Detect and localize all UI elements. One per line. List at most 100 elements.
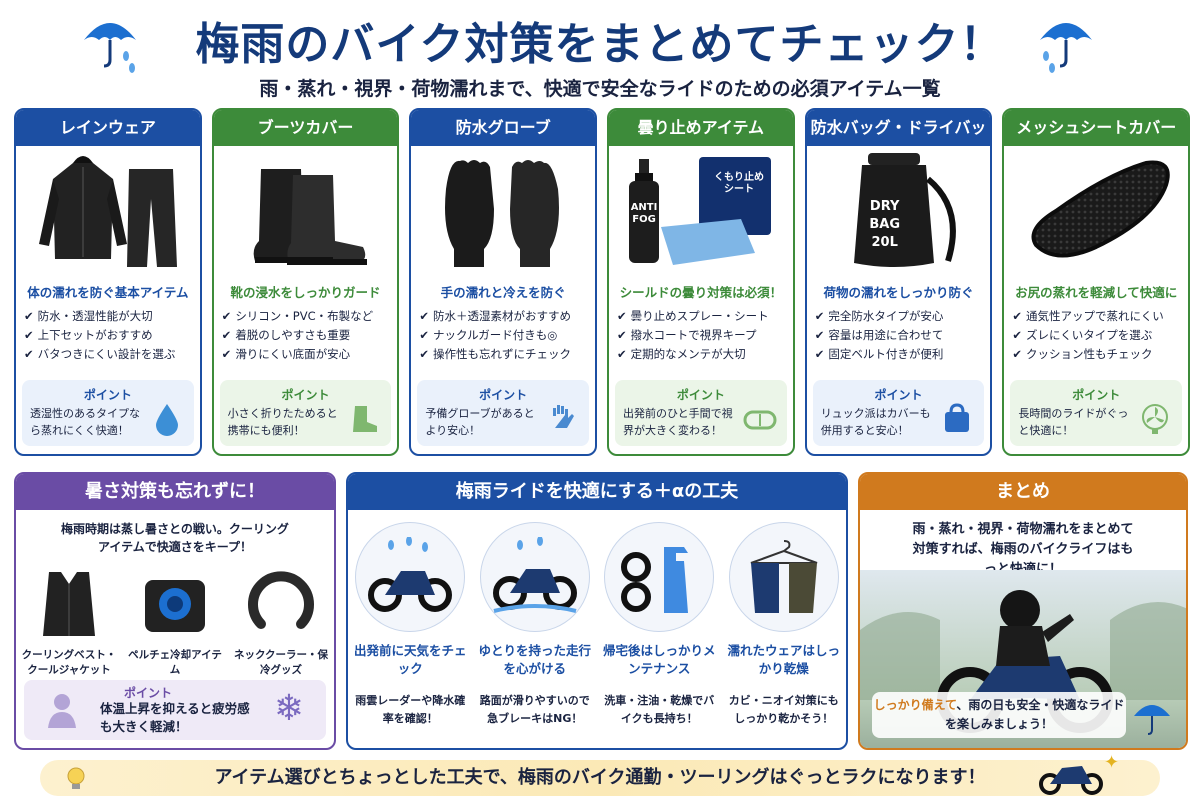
point-box: ポイント リュック派はカバーも併用すると安心！ <box>812 380 985 446</box>
cooling-items: クーリングベスト・クールジャケット ペルチェ冷却アイテム ネッククーラー・保冷グ… <box>16 564 334 678</box>
summary-section: まとめ 雨・蒸れ・視界・荷物濡れをまとめて対策すれば、梅雨のバイクライフはもっと… <box>858 472 1188 750</box>
tips-section: 梅雨ライドを快適にする＋αの工夫 出発前に天気をチェック 雨雲レーダーや降水確率… <box>346 472 848 750</box>
card-lead: お尻の蒸れを軽減して快適に <box>1015 285 1178 300</box>
list-item: クッション性もチェック <box>1012 345 1188 364</box>
tip-desc: 洗車・注油・乾燥でバイクも長持ち！ <box>604 694 715 725</box>
card-lead: 靴の浸水をしっかりガード <box>230 285 381 300</box>
card-title: 防水バッグ・ドライバッグ <box>806 110 991 173</box>
point-label: ポイント <box>676 388 725 402</box>
feature-list: 防水＋透湿素材がおすすめ ナックルガード付きも◎ 操作性も忘れずにチェック <box>419 307 595 364</box>
wet-road-motorcycle-icon <box>479 522 590 632</box>
list-item: 上下セットがおすすめ <box>24 326 200 345</box>
caption-text: 、雨の日も安全・快適なライドを楽しみましょう！ <box>944 698 1125 731</box>
sheet-label: くもり止め シート <box>714 172 765 195</box>
feature-list: 通気性アップで蒸れにくい ズレにくいタイプを選ぶ クッション性もチェック <box>1012 307 1188 364</box>
list-item: 完全防水タイプが安心 <box>815 307 991 326</box>
cooling-vest-icon <box>43 572 95 636</box>
card-title: メッシュシートカバー <box>1004 110 1189 146</box>
summary-caption: しっかり備えて、雨の日も安全・快適なライドを楽しみましょう！ <box>872 692 1126 738</box>
cooling-item-label: ペルチェ冷却アイテム <box>128 649 222 676</box>
card-dry-bag: 防水バッグ・ドライバッグ DRY BAG 20L 荷物の濡れをしっかり防ぐ 完全… <box>804 108 993 456</box>
anti-fog-items: ANTI FOG くもり止め シート <box>609 146 793 276</box>
umbrella-icon <box>1134 705 1170 735</box>
point-text: 体温上昇を抑えると疲労感も大きく軽減！ <box>100 701 250 734</box>
cooling-item-label: クーリングベスト・クールジャケット <box>21 649 117 676</box>
caption-highlight: しっかり備えて <box>873 698 957 712</box>
card-boot-cover: ブーツカバー 靴の浸水をしっかりガード シリコン・PVC・布製など 着脱のしやす… <box>211 108 400 456</box>
card-lead: 体の濡れを防ぐ基本アイテム <box>27 285 189 300</box>
tip-item: 出発前に天気をチェック 雨雲レーダーや降水確率を確認！ <box>351 522 469 728</box>
feature-list: 完全防水タイプが安心 容量は用途に合わせて 固定ベルト付きが便利 <box>815 307 991 364</box>
tip-title: 帰宅後はしっかりメンテナンス <box>602 643 716 676</box>
tips-list: 出発前に天気をチェック 雨雲レーダーや降水確率を確認！ ゆとりを持った走行を心が… <box>348 522 846 728</box>
footer-banner: アイテム選びとちょっとした工夫で、梅雨のバイク通勤・ツーリングはぐっとラクになり… <box>40 760 1160 796</box>
tip-desc: 路面が滑りやすいので急ブレーキはNG！ <box>479 694 590 725</box>
card-lead: 手の濡れと冷えを防ぐ <box>440 285 566 300</box>
list-item: 撥水コートで視界キープ <box>617 326 793 345</box>
card-title: 防水グローブ <box>411 110 596 146</box>
peltier-cooler-icon <box>145 580 205 632</box>
point-box: ポイント 透湿性のあるタイプなら蒸れにくく快適！ <box>22 380 194 446</box>
point-label: ポイント <box>281 388 330 402</box>
point-box: ポイント 小さく折りたためると携帯にも便利！ <box>219 380 392 446</box>
hanging-jacket-icon <box>728 522 839 632</box>
card-title: 曇り止めアイテム <box>609 110 793 146</box>
point-label: ポイント <box>874 388 923 402</box>
list-item: 曇り止めスプレー・シート <box>617 307 793 326</box>
list-item: 容量は用途に合わせて <box>815 326 991 345</box>
card-seat-cover: メッシュシートカバー お尻の蒸れを軽減して快適に 通気性アップで蒸れにくい ズレ… <box>1002 108 1191 456</box>
point-box: ポイント 体温上昇を抑えると疲労感も大きく軽減！ ❄ <box>24 680 326 740</box>
water-drop-icon <box>155 404 178 436</box>
point-text: 小さく折りたためると携帯にも便利！ <box>227 407 338 437</box>
list-item: 防水・透湿性能が大切 <box>24 307 200 326</box>
card-gloves: 防水グローブ 手の濡れと冷えを防ぐ 防水＋透湿素材がおすすめ ナックルガード付き… <box>409 108 598 456</box>
section-title: 暑さ対策も忘れずに！ <box>16 474 334 510</box>
page-title: 梅雨のバイク対策をまとめてチェック！ <box>195 19 1005 70</box>
point-text: 長時間のライドがぐっと快適に！ <box>1018 407 1129 437</box>
point-label: ポイント <box>1072 388 1121 402</box>
rainwear-icon <box>16 146 200 276</box>
tip-desc: カビ・ニオイ対策にもしっかり乾かそう！ <box>728 694 839 725</box>
tip-title: 出発前に天気をチェック <box>353 643 467 676</box>
umbrella-icon <box>1040 23 1092 73</box>
cooling-item: クーリングベスト・クールジャケット <box>21 564 117 678</box>
snowflake-icon: ❄ <box>273 688 304 729</box>
spray-label: ANTI FOG <box>630 202 658 225</box>
list-item: ズレにくいタイプを選ぶ <box>1012 326 1188 345</box>
card-title: ブーツカバー <box>213 110 398 146</box>
list-item: 着脱のしやすさも重要 <box>222 326 398 345</box>
point-text: 透湿性のあるタイプなら蒸れにくく快適！ <box>30 407 140 437</box>
tip-item: ゆとりを持った走行を心がける 路面が滑りやすいので急ブレーキはNG！ <box>476 522 594 728</box>
list-item: 固定ベルト付きが便利 <box>815 345 991 364</box>
point-text: 出発前のひと手間で視界が大きく変わる！ <box>623 407 733 437</box>
point-label: ポイント <box>124 686 173 700</box>
feature-list: 防水・透湿性能が大切 上下セットがおすすめ バタつきにくい設計を選ぶ <box>24 307 200 364</box>
list-item: ナックルガード付きも◎ <box>419 326 595 345</box>
header: 梅雨のバイク対策をまとめてチェック！ 雨・蒸れ・視界・荷物濡れまで、快適で安全な… <box>0 0 1200 102</box>
point-box: ポイント 出発前のひと手間で視界が大きく変わる！ <box>615 380 787 446</box>
list-item: シリコン・PVC・布製など <box>222 307 398 326</box>
tip-item: 帰宅後はしっかりメンテナンス 洗車・注油・乾燥でバイクも長持ち！ <box>600 522 718 728</box>
item-cards: レインウェア 体の濡れを防ぐ基本アイテム 防水・透湿性能が大切 上下セットがおす… <box>14 108 1191 456</box>
bag-label: DRY BAG 20L <box>869 199 900 250</box>
umbrella-icon <box>84 23 136 73</box>
cooling-item-label: ネッククーラー・保冷グッズ <box>233 649 329 676</box>
cooling-item: ペルチェ冷却アイテム <box>127 564 223 678</box>
list-item: 定期的なメンテが大切 <box>617 345 793 364</box>
fan-icon <box>1142 404 1169 434</box>
card-anti-fog: 曇り止めアイテム ANTI FOG くもり止め シート シールドの曇り対策は必須… <box>607 108 795 456</box>
maintenance-spray-icon <box>604 522 715 632</box>
point-text: 予備グローブがあるとより安心！ <box>425 407 535 437</box>
tip-title: ゆとりを持った走行を心がける <box>478 643 591 676</box>
glove-icon <box>553 405 575 428</box>
card-lead: 荷物の濡れをしっかり防ぐ <box>823 285 974 300</box>
lightbulb-icon <box>67 767 85 789</box>
tip-desc: 雨雲レーダーや降水確率を確認！ <box>355 694 466 725</box>
list-item: 滑りにくい底面が安心 <box>222 345 398 364</box>
motorcycle-icon <box>1039 766 1103 795</box>
section-title: 梅雨ライドを快適にする＋αの工夫 <box>348 474 846 510</box>
goggles-icon <box>743 410 777 430</box>
heat-section: 暑さ対策も忘れずに！ 梅雨時期は蒸し暑さとの戦い。クーリングアイテムで快適さをキ… <box>14 472 336 750</box>
tip-title: 濡れたウェアはしっかり乾燥 <box>727 643 840 676</box>
